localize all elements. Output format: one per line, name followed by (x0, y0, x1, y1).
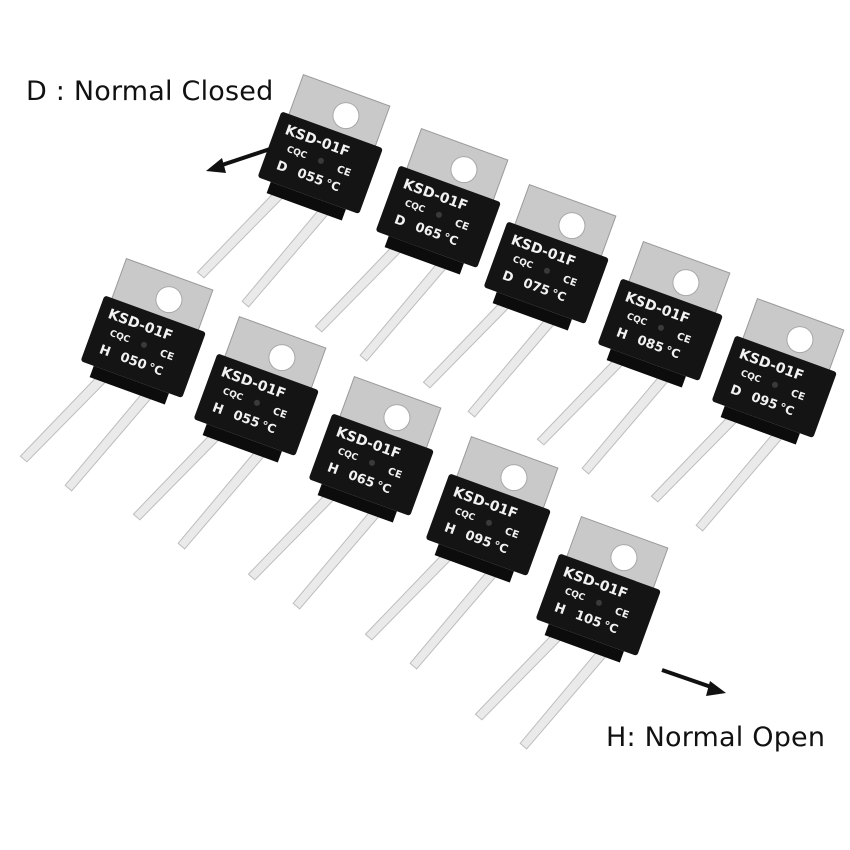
type-code: D (728, 382, 743, 400)
body-dot (657, 324, 664, 331)
ce-mark: CE (158, 348, 175, 363)
lead-wire (292, 508, 382, 610)
lead-wire (241, 206, 331, 308)
body-dot (595, 599, 602, 606)
type-code: D (500, 268, 515, 286)
type-code: D (274, 158, 289, 176)
type-code: H (552, 600, 567, 618)
arrow-right-icon (661, 668, 726, 696)
lead-wire (359, 260, 449, 362)
ce-mark: CE (789, 388, 806, 403)
body-dot (435, 211, 442, 218)
temperature-unit: °C (491, 538, 510, 556)
ce-mark: CE (335, 164, 352, 179)
ce-mark: CE (453, 218, 470, 233)
normal-open-caption: H: Normal Open (606, 722, 826, 753)
body-base (384, 235, 464, 275)
temperature-unit: °C (323, 176, 342, 194)
body-base (606, 348, 686, 388)
type-code: H (210, 400, 225, 418)
lead-wire (64, 390, 154, 492)
temperature-unit: °C (777, 400, 796, 418)
body-dot (543, 267, 550, 274)
temperature-unit: °C (259, 418, 278, 436)
lead-wire (695, 430, 785, 532)
body-dot (771, 381, 778, 388)
temperature-unit: °C (374, 478, 393, 496)
body-dot (317, 157, 324, 164)
lead-wire (409, 568, 499, 670)
body-dot (368, 459, 375, 466)
mounting-hole (610, 544, 638, 572)
type-code: H (614, 325, 629, 343)
mounting-hole (786, 326, 814, 354)
type-code: H (442, 520, 457, 538)
body-base (317, 483, 397, 523)
body-base (544, 623, 624, 663)
body-base (492, 291, 572, 331)
body-dot (140, 341, 147, 348)
ce-mark: CE (561, 274, 578, 289)
body-base (266, 181, 346, 221)
arrow-left-icon (206, 147, 271, 173)
mounting-hole (383, 404, 411, 432)
ce-mark: CE (503, 526, 520, 541)
mounting-hole (500, 464, 528, 492)
mounting-hole (672, 269, 700, 297)
type-code: H (97, 342, 112, 360)
mounting-hole (155, 286, 183, 314)
mounting-hole (450, 156, 478, 184)
temperature-unit: °C (601, 618, 620, 636)
mounting-hole (332, 102, 360, 130)
temperature-unit: °C (441, 230, 460, 248)
ce-mark: CE (386, 466, 403, 481)
lead-wire (467, 316, 557, 418)
body-dot (485, 519, 492, 526)
lead-wire (581, 373, 671, 475)
body-base (720, 405, 800, 445)
ce-mark: CE (613, 606, 630, 621)
temperature-unit: °C (549, 286, 568, 304)
ce-mark: CE (675, 331, 692, 346)
type-code: H (325, 460, 340, 478)
body-base (434, 543, 514, 583)
lead-wire (519, 648, 609, 750)
normal-closed-caption: D : Normal Closed (26, 76, 274, 107)
lead-wire (177, 448, 267, 550)
mounting-hole (268, 344, 296, 372)
ce-mark: CE (271, 406, 288, 421)
body-dot (253, 399, 260, 406)
mounting-hole (558, 212, 586, 240)
body-base (202, 423, 282, 463)
temperature-unit: °C (146, 360, 165, 378)
temperature-unit: °C (663, 343, 682, 361)
type-code: D (392, 212, 407, 230)
body-base (89, 365, 169, 405)
